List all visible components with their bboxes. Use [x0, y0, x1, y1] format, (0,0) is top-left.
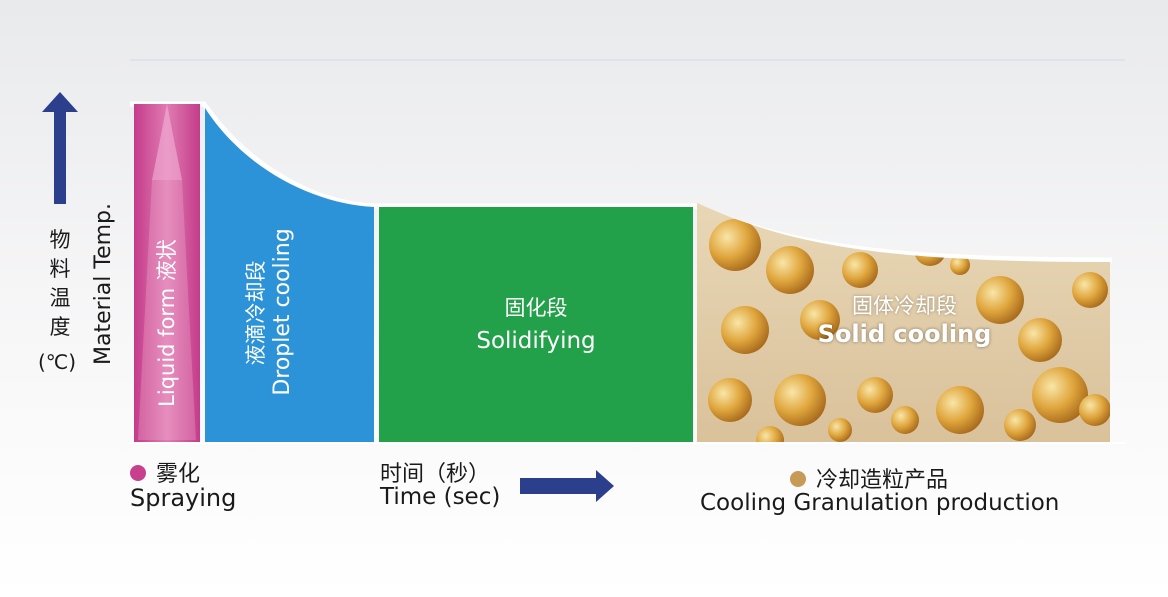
y-axis-unit: (℃)	[38, 350, 77, 374]
x-axis-label-cn: 时间（秒）	[380, 462, 491, 487]
product-dot-icon	[790, 471, 806, 487]
solidifying-stage-zone	[379, 207, 693, 442]
spray-cone-icon	[138, 180, 196, 440]
spray-nozzle-icon	[152, 104, 182, 180]
droplet-stage-label-en: Droplet cooling	[270, 228, 295, 396]
y-axis-arrow-icon	[42, 92, 78, 204]
solidifying-stage-label-en: Solidifying	[476, 328, 596, 354]
spraying-dot-icon	[130, 465, 146, 481]
spraying-cn-text: 雾化	[156, 462, 201, 487]
solidifying-stage-label-cn: 固化段	[504, 296, 568, 320]
liquid-stage-label: Liquid form 液状	[155, 239, 179, 407]
spraying-label-en: Spraying	[130, 484, 237, 512]
x-axis-arrow-icon	[520, 470, 614, 502]
solid-stage-zone	[697, 203, 1110, 442]
y-axis-label-en: Material Temp.	[91, 203, 116, 365]
product-label-cn: 冷却造粒产品	[790, 462, 948, 494]
product-cn-text: 冷却造粒产品	[816, 468, 949, 493]
droplet-stage-label-cn: 液滴冷却段	[244, 260, 268, 366]
solid-stage-label-cn: 固体冷却段	[852, 294, 957, 318]
y-axis-label-cn: 物料温度	[49, 228, 71, 339]
solid-stage-label-en: Solid cooling	[817, 320, 992, 348]
x-axis-label-en: Time (sec)	[380, 484, 501, 510]
product-label-en: Cooling Granulation production	[700, 490, 1060, 516]
spraying-label-cn: 雾化	[130, 456, 200, 488]
droplet-stage-zone	[205, 108, 374, 442]
